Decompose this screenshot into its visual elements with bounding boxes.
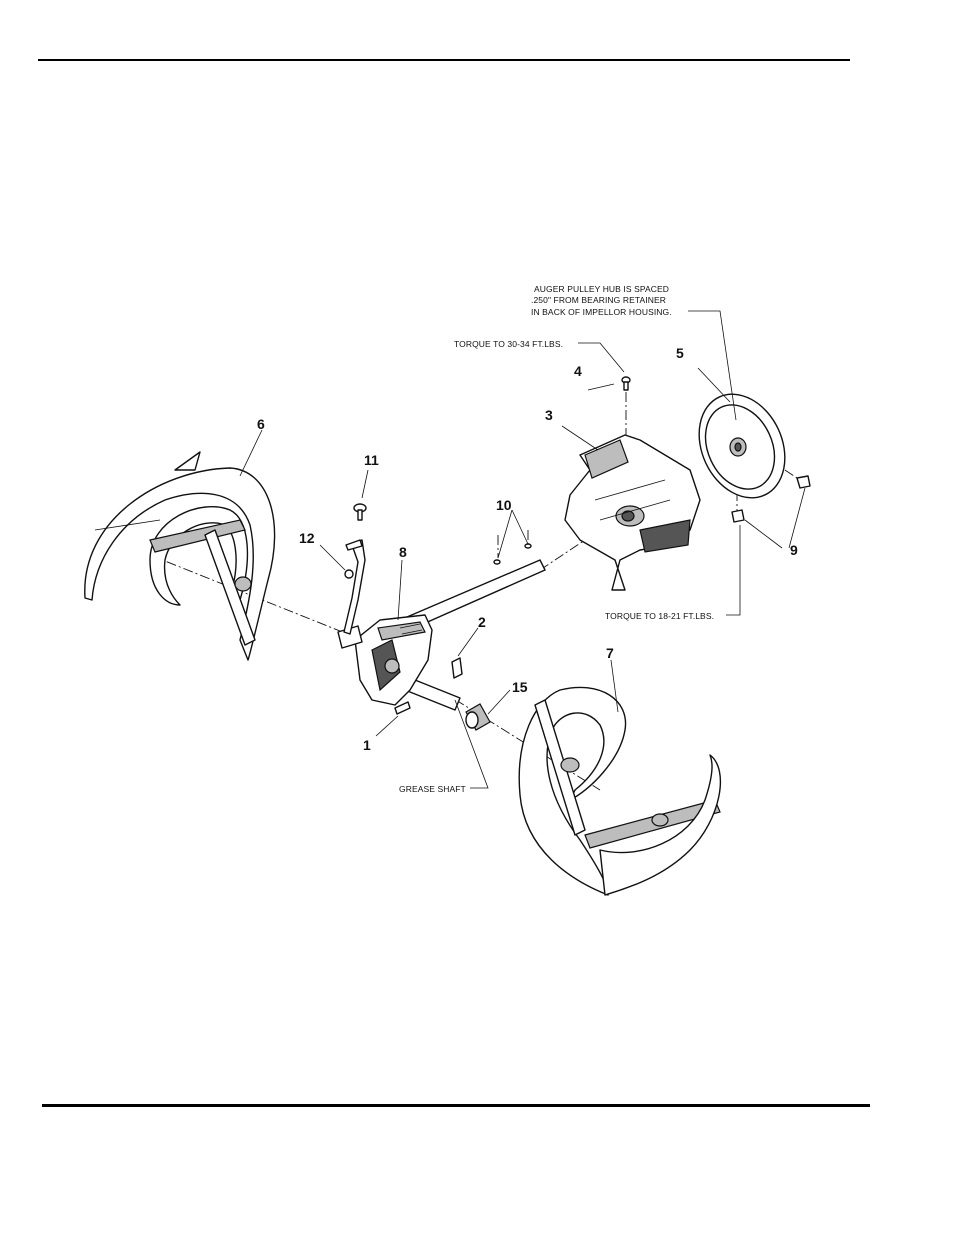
nut-part-12 [345,570,353,578]
callout-11: 11 [364,452,379,468]
bearing-housing-part-3 [565,435,700,590]
note-torque-nut: TORQUE TO 18-21 FT.LBS. [605,611,714,621]
callout-5: 5 [676,345,684,361]
bolt-part-1 [395,702,410,714]
callout-10: 10 [496,497,512,513]
callout-7: 7 [606,645,614,661]
note-torque-bolt: TORQUE TO 30-34 FT.LBS. [454,339,563,349]
callout-9: 9 [790,542,798,558]
callout-15: 15 [512,679,528,695]
leader-lines [240,311,805,788]
right-auger-part-7 [519,687,720,895]
callout-6: 6 [257,416,265,432]
note-pulley-line3: IN BACK OF IMPELLOR HOUSING. [531,307,672,317]
note-grease-shaft: GREASE SHAFT [399,784,466,794]
callout-4: 4 [574,363,582,379]
left-auger-part-6 [85,452,275,660]
bushing-part-15 [466,704,490,730]
callout-12: 12 [299,530,315,546]
lever-bracket [344,540,365,634]
callout-3: 3 [545,407,553,423]
bolt-part-4 [622,377,630,390]
callout-8: 8 [399,544,407,560]
callout-1: 1 [363,737,371,753]
note-pulley-line2: .250" FROM BEARING RETAINER [531,295,666,305]
callout-2: 2 [478,614,486,630]
pulley-part-5 [683,380,801,512]
note-pulley-line1: AUGER PULLEY HUB IS SPACED [534,284,669,294]
key-part-2 [452,658,462,678]
bolt-part-11 [354,504,366,520]
